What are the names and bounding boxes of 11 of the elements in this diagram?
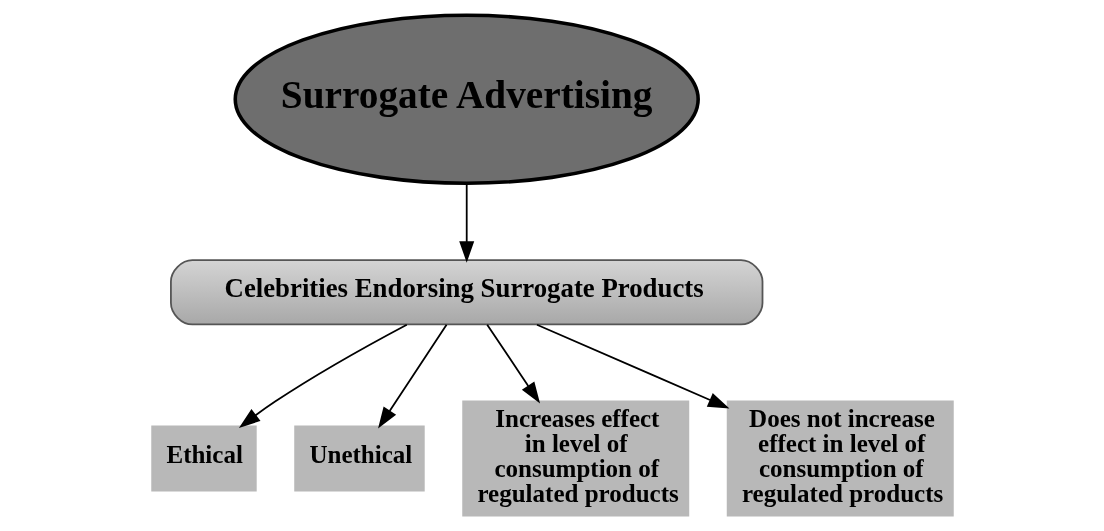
node-box: Does not increase effect in level of consumption of regulated products xyxy=(726,400,954,517)
arrow xyxy=(238,323,408,428)
node-box: Ethical xyxy=(150,425,257,492)
node-box: Increases effect in level of consumption of regulated products xyxy=(461,400,689,517)
arrow xyxy=(535,323,729,409)
arrow xyxy=(377,323,447,429)
arrow xyxy=(458,182,474,263)
node-box: Celebrities Endorsing Surrogate Products xyxy=(169,259,763,326)
node-box: Unethical xyxy=(293,425,425,492)
arrow xyxy=(485,323,540,404)
node-ellipse: Surrogate Advertising xyxy=(232,13,700,186)
